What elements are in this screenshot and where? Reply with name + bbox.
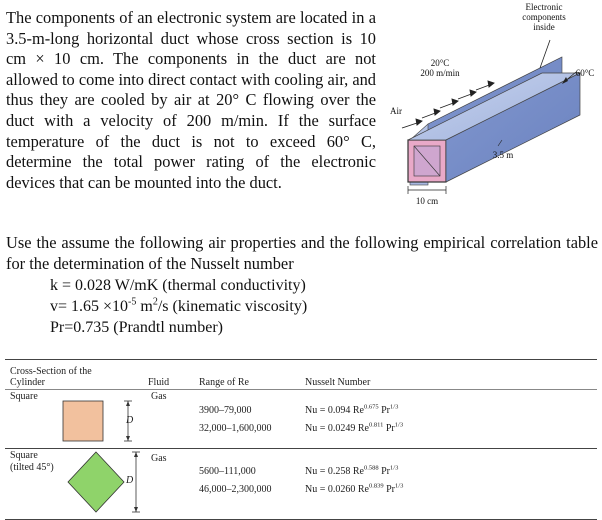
header-fluid: Fluid (148, 377, 170, 388)
row2-range-1: 5600–111,000 (199, 466, 256, 477)
tilted-square-icon (67, 451, 140, 513)
air-label: Air (390, 106, 402, 116)
assumption-text: Use the assume the following air propert… (6, 233, 598, 273)
row2-nusselt-1: Nu = 0.258 Re0.588 Pr1/3 (305, 464, 399, 477)
thermal-conductivity: k = 0.028 W/mK (thermal conductivity) (50, 277, 306, 294)
row1-range-2: 32,000–1,600,000 (199, 423, 272, 434)
row1-d-label: D (126, 415, 134, 426)
air-arrows (401, 80, 495, 129)
prandtl-number: Pr=0.735 (Prandtl number) (50, 319, 223, 336)
row2-nusselt-2: Nu = 0.0260 Re0.839 Pr1/3 (305, 482, 404, 495)
length-label: 3.5 m (492, 150, 514, 160)
row2-range-2: 46,000–2,300,000 (199, 484, 272, 495)
nusselt-correlation-table: Cross-Section of the Cylinder Fluid Rang… (0, 355, 602, 520)
row1-range-1: 3900–79,000 (199, 405, 252, 416)
problem-statement: The components of an electronic system a… (6, 8, 376, 192)
square-icon (62, 400, 132, 442)
row1-nusselt-2: Nu = 0.0249 Re0.811 Pr1/3 (305, 421, 404, 434)
row2-fluid: Gas (151, 453, 167, 464)
row2-d-label: D (126, 475, 134, 486)
air-properties: k = 0.028 W/mK (thermal conductivity) v=… (50, 275, 307, 338)
row2-section: Square (tilted 45°) (10, 450, 54, 473)
header-cross-section: Cross-Section of the Cylinder (10, 366, 92, 388)
width-label: 10 cm (415, 196, 439, 206)
electronic-components-label: Electronic components inside (522, 2, 566, 32)
row1-section: Square (10, 391, 38, 402)
duct-figure: Electronic components inside 20°C 200 m/… (380, 0, 602, 220)
kinematic-viscosity: v= 1.65 ×10-5 m2/s (kinematic viscosity) (50, 296, 308, 315)
air-conditions-label: 20°C 200 m/min (420, 58, 460, 78)
header-nusselt: Nusselt Number (305, 377, 371, 388)
header-range: Range of Re (199, 377, 249, 388)
duct-drawing (401, 39, 581, 194)
row1-fluid: Gas (151, 391, 167, 402)
row1-nusselt-1: Nu = 0.094 Re0.675 Pr1/3 (305, 403, 399, 416)
surface-temp-label: 60°C (575, 68, 595, 78)
